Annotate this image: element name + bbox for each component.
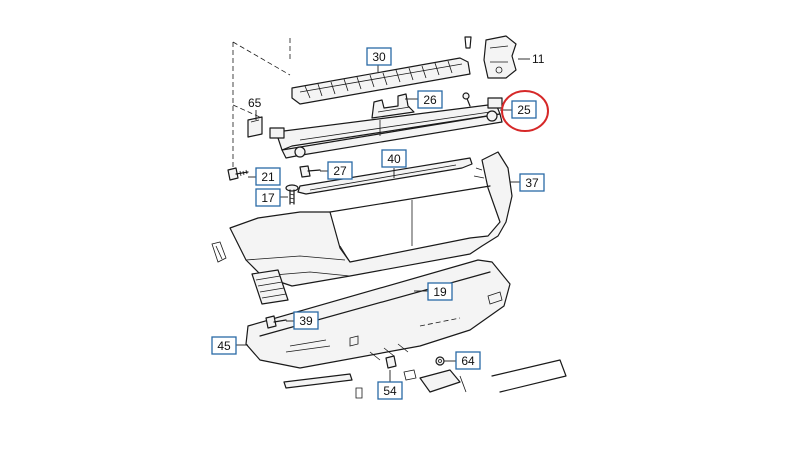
callout-37-label: 37 [525,176,539,190]
callout-30-label: 30 [372,50,386,64]
part-40-trim-strip [297,157,473,195]
callout-45[interactable]: 45 [211,336,237,355]
callout-11[interactable]: 11 [532,52,545,66]
callout-27[interactable]: 27 [327,161,353,180]
part-30-upper-absorber [291,57,471,105]
part-27-bolt [299,165,321,178]
callout-39[interactable]: 39 [293,311,319,330]
callout-19[interactable]: 19 [427,282,453,301]
part-64-washer [435,356,445,366]
callout-21[interactable]: 21 [255,167,281,186]
leader-lines [234,58,530,382]
assembly-boundary [232,38,291,170]
callout-54-label: 54 [383,384,397,398]
callout-19-label: 19 [433,285,447,299]
callout-25[interactable]: 25 [501,90,549,132]
part-25-carrier-beam [269,92,503,159]
callout-11-label: 11 [532,52,545,66]
callout-21-label: 21 [261,170,275,184]
part-11-side-bracket [483,35,517,79]
part-top-clip [464,36,472,49]
callout-54[interactable]: 54 [377,381,403,400]
callout-26-label: 26 [423,93,437,107]
callout-64[interactable]: 64 [455,351,481,370]
callout-17-label: 17 [261,191,275,205]
part-37-bumper-cover [211,151,513,305]
bottom-components [283,359,567,399]
part-17-screw [285,184,299,205]
part-39-screw [265,315,287,329]
callout-17[interactable]: 17 [255,188,281,207]
part-65-label-plate [247,116,263,138]
part-26-center-bracket [371,93,415,119]
part-21-screw [227,167,249,181]
callout-40[interactable]: 40 [381,149,407,168]
callout-30[interactable]: 30 [366,47,392,66]
callout-27-label: 27 [333,164,347,178]
callout-65-label: 65 [248,96,262,110]
callout-65[interactable]: 65 [248,96,262,110]
callout-39-label: 39 [299,314,313,328]
highlight-ring [501,90,549,132]
callout-26[interactable]: 26 [417,90,443,109]
callout-64-label: 64 [461,354,475,368]
part-54-clip [385,355,417,381]
callout-37[interactable]: 37 [519,173,545,192]
callout-45-label: 45 [217,339,231,353]
callout-40-label: 40 [387,152,401,166]
callout-25-label: 25 [517,103,531,117]
